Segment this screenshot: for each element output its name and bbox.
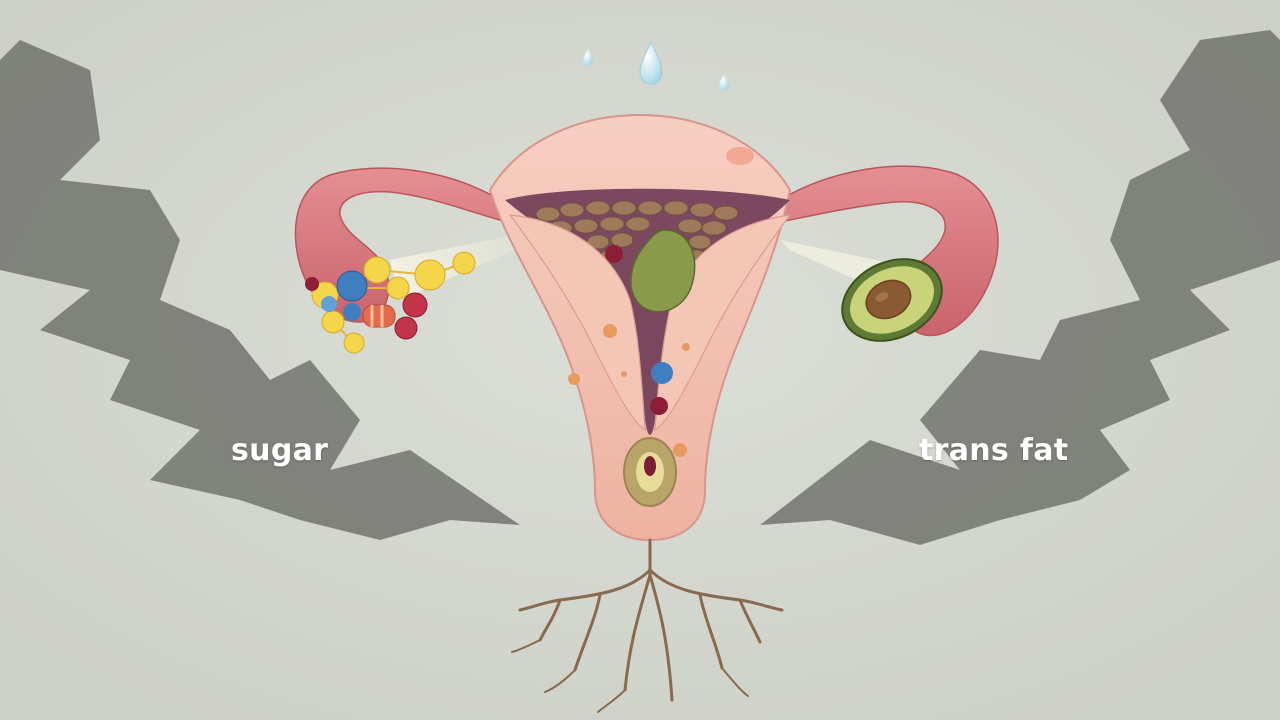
avocado-slice-in-cavity (630, 229, 696, 313)
water-drop-icon (583, 40, 729, 91)
right-fallopian-tube (779, 165, 999, 337)
trans-fat-label: trans fat (919, 433, 1069, 468)
uterine-cavity (505, 188, 790, 435)
left-inner-fold (508, 214, 646, 432)
right-shadow-arrow (760, 30, 1280, 545)
roots-icon (511, 538, 784, 713)
avocado-icon (841, 258, 943, 342)
ovary-spot (726, 147, 754, 165)
molecule-cluster-icon (305, 251, 476, 354)
seed-cluster (535, 200, 739, 263)
sugar-label: sugar (231, 433, 329, 468)
floating-particles (568, 245, 690, 457)
left-shadow-arrow (0, 40, 520, 540)
